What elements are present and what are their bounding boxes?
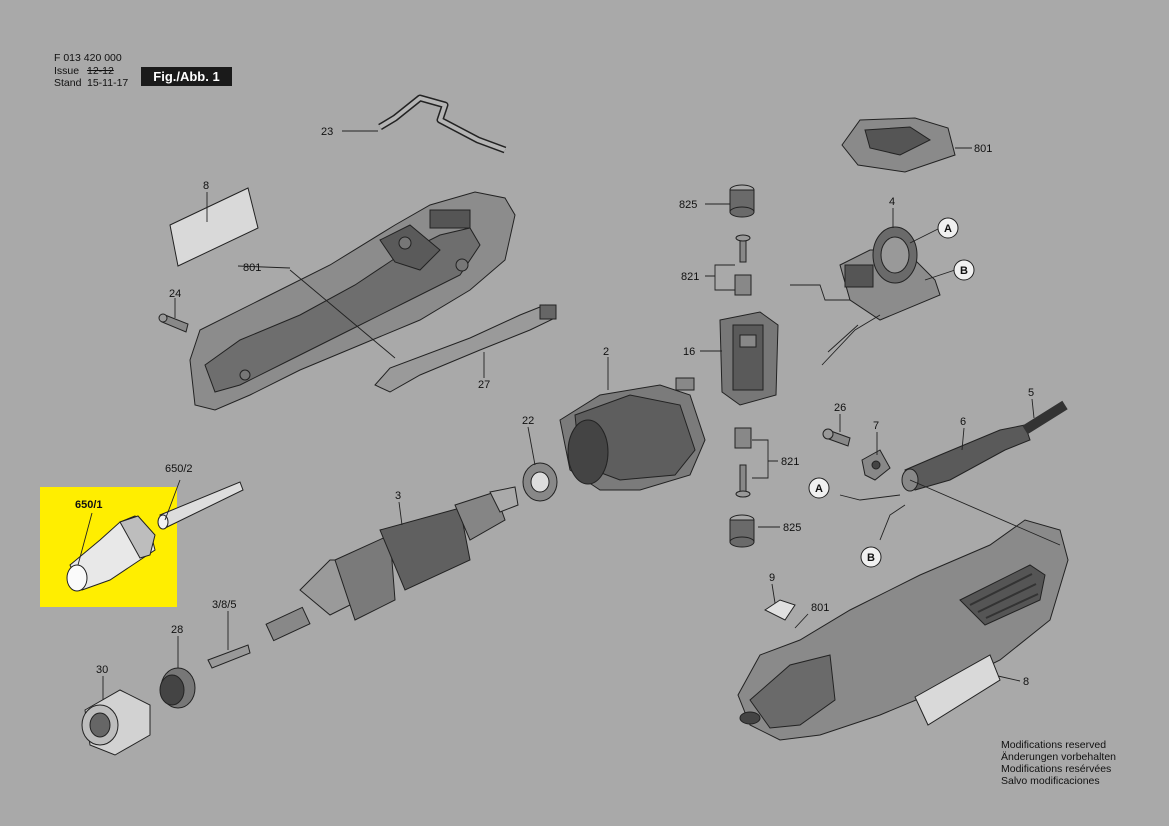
note-line-fr: Modifications resérvées [1001, 763, 1112, 775]
leader-lines [77, 130, 1061, 700]
label-801-top-right: 801 [974, 143, 992, 155]
label-821-bottom: 821 [781, 456, 799, 468]
label-801-bottom-right: 801 [811, 602, 829, 614]
label-23: 23 [321, 126, 333, 138]
stator-field-2 [559, 377, 706, 491]
issue-label: Issue [54, 64, 80, 77]
slider-cover-801 [841, 117, 956, 173]
label-650-2: 650/2 [165, 463, 193, 475]
stand-label: Stand [54, 77, 82, 89]
housing-half-left [189, 191, 516, 411]
label-8-bottom: 8 [1023, 676, 1029, 688]
label-3-8-5: 3/8/5 [212, 599, 236, 611]
brush-821-top [734, 274, 752, 296]
label-16: 16 [683, 346, 695, 358]
end-cap-30 [81, 689, 151, 756]
connector-marker-b-1 [953, 259, 975, 281]
label-8-top: 8 [203, 180, 209, 192]
label-28: 28 [171, 624, 183, 636]
label-26: 26 [834, 402, 846, 414]
armature-3 [265, 486, 519, 642]
marker-a-2-text: A [815, 483, 823, 495]
housing-half-right [737, 519, 1069, 741]
issue-value: 12-12 [87, 64, 114, 77]
sticker-9 [764, 599, 796, 621]
label-2: 2 [603, 346, 609, 358]
electronics-module-4 [790, 226, 941, 366]
label-3: 3 [395, 490, 401, 502]
note-line-de: Änderungen vorbehalten [1001, 751, 1117, 763]
connector-marker-b-2 [860, 546, 882, 568]
marker-b-1-text: B [960, 265, 968, 277]
power-cord-5 [1022, 400, 1068, 435]
collet-3-8-5 [207, 644, 251, 669]
screw-26 [822, 428, 851, 447]
part-number: F 013 420 000 [54, 52, 122, 64]
marker-b-2-text: B [867, 552, 875, 564]
screw-24 [158, 313, 189, 333]
figure-label: Fig./Abb. 1 [141, 67, 232, 86]
brush-cap-825-top [729, 184, 755, 218]
label-30: 30 [96, 664, 108, 676]
label-5: 5 [1028, 387, 1034, 399]
label-9: 9 [769, 572, 775, 584]
label-821-top: 821 [681, 271, 699, 283]
label-24: 24 [169, 288, 181, 300]
note-line-en: Modifications reserved [1001, 739, 1107, 751]
label-650-1: 650/1 [75, 499, 103, 511]
stand-value: 15-11-17 [87, 77, 129, 89]
brush-821-bottom [734, 427, 752, 449]
label-825-bottom: 825 [783, 522, 801, 534]
label-27: 27 [478, 379, 490, 391]
label-sticker-8-bottom [914, 654, 1001, 726]
connector-marker-a-2 [808, 477, 830, 499]
document-header: F 013 420 000 Issue 12-12 Stand 15-11-17 [54, 52, 128, 90]
label-801-left: 801 [243, 262, 261, 274]
spring-821-bottom [739, 464, 747, 493]
label-22: 22 [522, 415, 534, 427]
connector-marker-a-1 [937, 217, 959, 239]
collet-nut-28 [159, 667, 196, 709]
nozzle-650-1 [66, 515, 156, 592]
label-4: 4 [889, 196, 895, 208]
spring-821-top [739, 239, 747, 263]
bearing-22 [522, 462, 558, 502]
cord-guard-6 [901, 424, 1031, 492]
note-line-es: Salvo modificaciones [1001, 775, 1100, 787]
cable-clamp-7 [861, 449, 891, 481]
label-6: 6 [960, 416, 966, 428]
label-7: 7 [873, 420, 879, 432]
label-825-top: 825 [679, 199, 697, 211]
brush-holder-16 [719, 311, 779, 406]
label-sticker-8-top [169, 187, 259, 267]
marker-a-1-text: A [944, 223, 952, 235]
modifications-note: Modifications reserved Änderungen vorbeh… [1001, 739, 1116, 787]
brush-cap-825-bottom [729, 514, 755, 548]
